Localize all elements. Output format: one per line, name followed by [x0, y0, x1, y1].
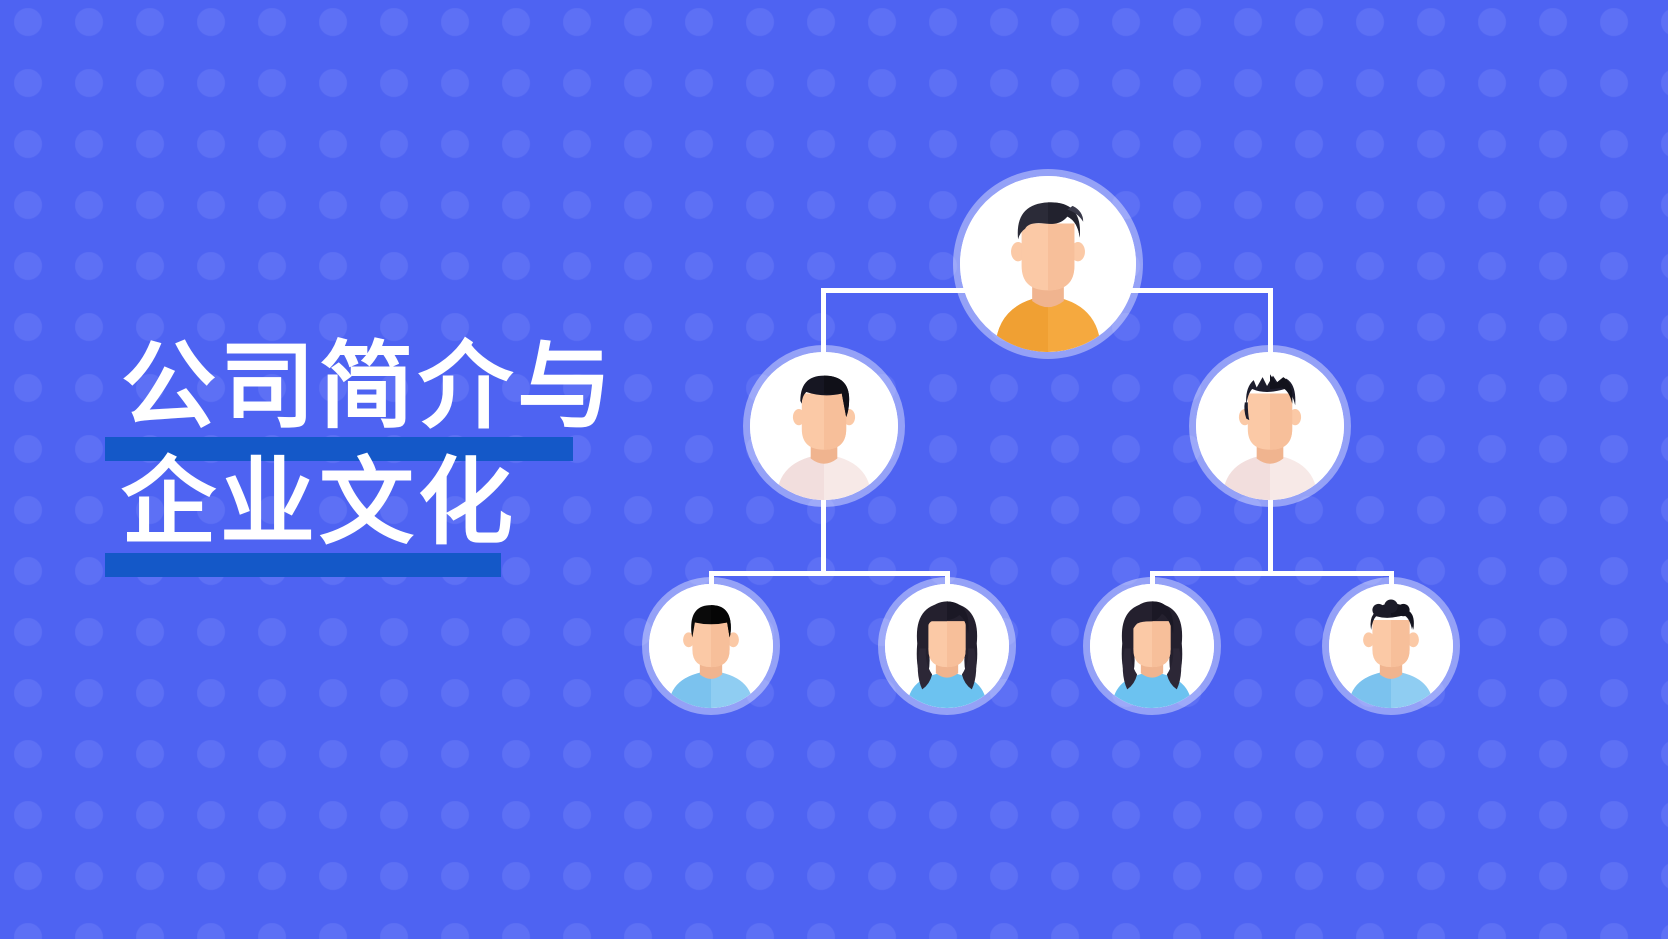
avatar-staff-4-illustration [1329, 584, 1453, 708]
connector-vertical-from-manager-left [821, 498, 826, 576]
page-title-line-2: 企业文化 [121, 448, 518, 558]
title-highlight-bar-2 [105, 553, 501, 577]
connector-vertical-to-manager-right [1268, 288, 1273, 360]
connector-vertical-to-staff-1 [709, 571, 714, 590]
org-node-manager-right[interactable] [1196, 352, 1344, 500]
title-block: 公司简介与 企业文化 [103, 318, 743, 598]
avatar-staff-2-illustration [885, 584, 1009, 708]
connector-vertical-to-staff-4 [1389, 571, 1394, 590]
connector-vertical-from-manager-right [1268, 498, 1273, 576]
connector-vertical-to-staff-2 [945, 571, 950, 590]
org-node-ceo[interactable] [960, 176, 1136, 352]
org-node-staff-2[interactable] [885, 584, 1009, 708]
avatar-staff-3-illustration [1090, 584, 1214, 708]
org-node-manager-left[interactable] [750, 352, 898, 500]
avatar-manager-left-illustration [750, 352, 898, 500]
avatar-staff-1-illustration [649, 584, 773, 708]
title-highlight-bar-1 [105, 437, 573, 461]
connector-horizontal-right-group [1150, 571, 1394, 576]
org-node-staff-3[interactable] [1090, 584, 1214, 708]
avatar-ceo-illustration [960, 176, 1136, 352]
org-node-staff-1[interactable] [649, 584, 773, 708]
page-title-line-1: 公司简介与 [121, 332, 617, 442]
connector-horizontal-left-group [709, 571, 950, 576]
org-node-staff-4[interactable] [1329, 584, 1453, 708]
avatar-manager-right-illustration [1196, 352, 1344, 500]
connector-vertical-to-staff-3 [1150, 571, 1155, 590]
connector-vertical-to-manager-left [821, 288, 826, 360]
